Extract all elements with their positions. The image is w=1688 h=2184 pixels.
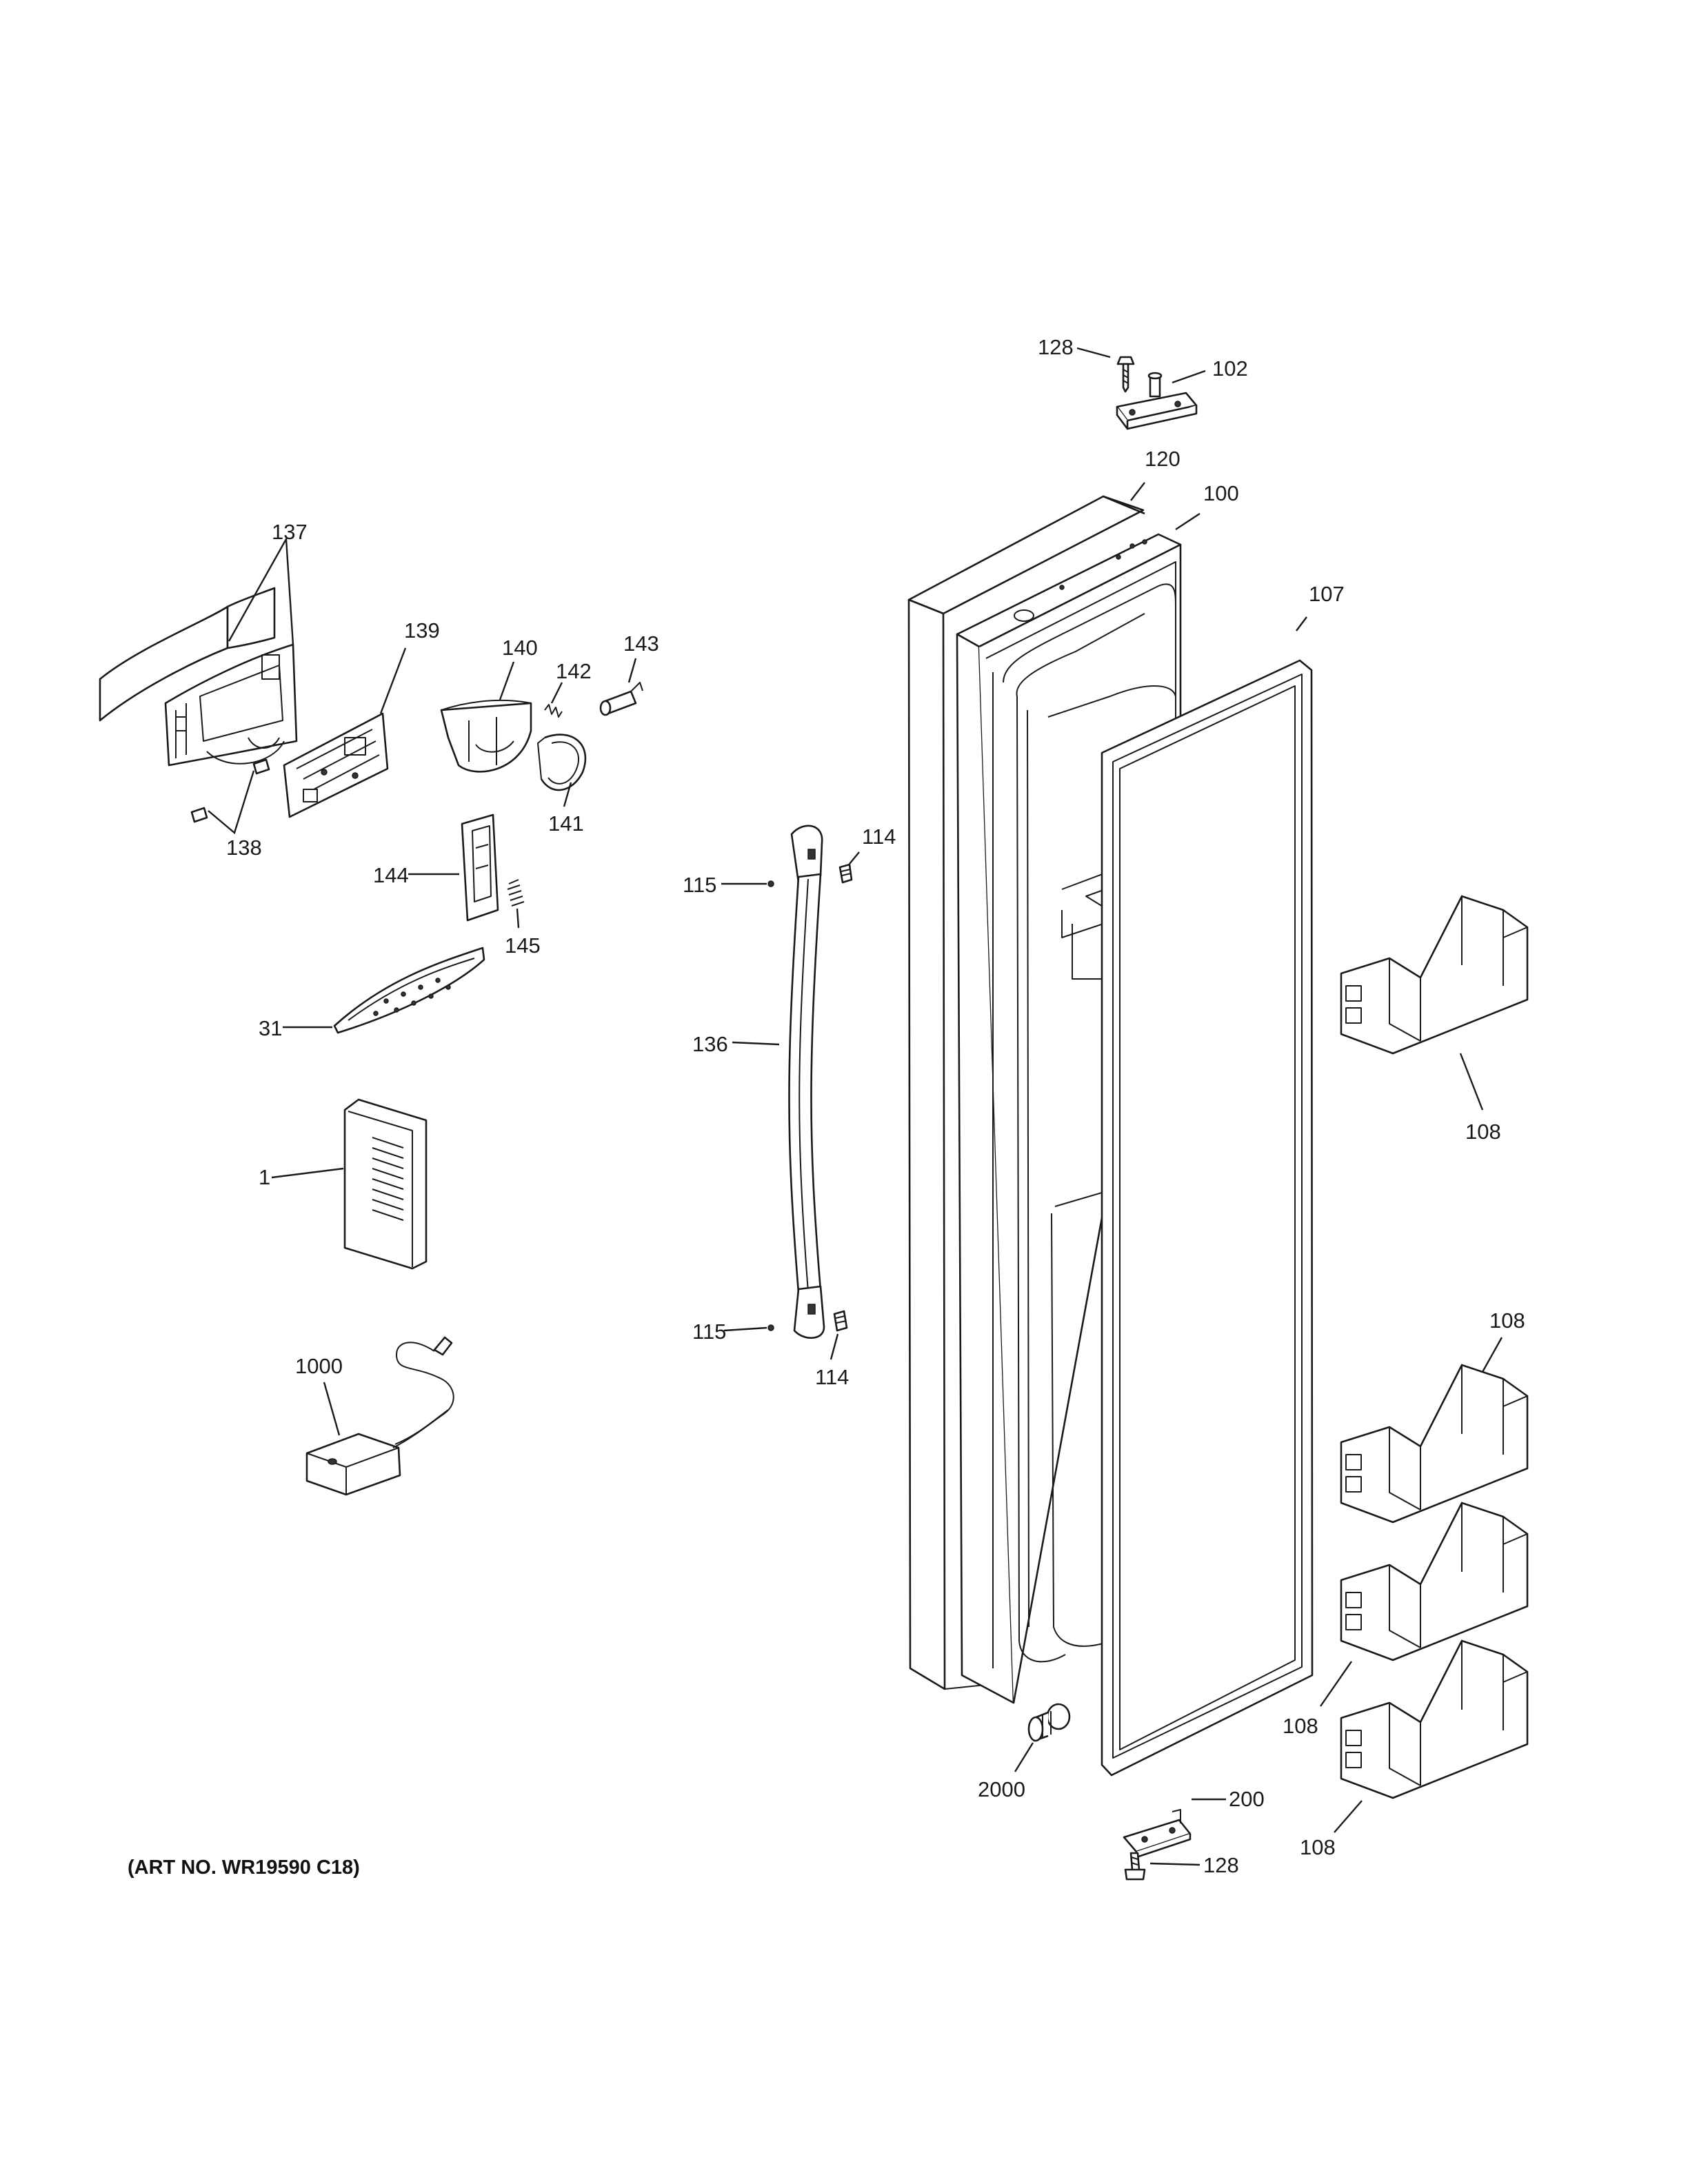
door-gasket-part-107[interactable] bbox=[1101, 659, 1314, 1777]
label-115-top: 115 bbox=[683, 873, 716, 897]
label-137: 137 bbox=[272, 520, 308, 544]
dispenser-frame-part-137[interactable] bbox=[164, 643, 298, 767]
top-hinge-part-102[interactable] bbox=[1116, 372, 1198, 430]
door-outer-shell-part-120[interactable] bbox=[907, 495, 1145, 1690]
label-138: 138 bbox=[226, 836, 262, 860]
door-bin-part-108-c[interactable] bbox=[1340, 1502, 1529, 1661]
label-108-a: 108 bbox=[1465, 1120, 1501, 1144]
label-114-bottom: 114 bbox=[815, 1365, 849, 1389]
lever-arm-part-144[interactable] bbox=[461, 813, 499, 922]
label-108-d: 108 bbox=[1300, 1835, 1336, 1859]
label-114-top: 114 bbox=[862, 825, 896, 849]
screw-part-128-bottom[interactable] bbox=[1124, 1852, 1146, 1881]
actuator-housing-part-140[interactable] bbox=[440, 699, 532, 773]
drip-tray-part-31[interactable] bbox=[333, 947, 485, 1034]
label-145: 145 bbox=[505, 933, 541, 958]
door-handle-part-136[interactable] bbox=[788, 825, 825, 1339]
label-120: 120 bbox=[1145, 447, 1180, 471]
label-142: 142 bbox=[556, 659, 592, 683]
door-bin-part-108-a[interactable] bbox=[1340, 895, 1529, 1055]
label-1: 1 bbox=[259, 1165, 270, 1189]
pin-part-115-bottom[interactable] bbox=[767, 1324, 774, 1331]
label-100: 100 bbox=[1203, 481, 1239, 505]
control-board-part-139[interactable] bbox=[283, 712, 389, 818]
spring-part-142[interactable] bbox=[544, 704, 563, 718]
bracket-part-141[interactable] bbox=[537, 734, 587, 791]
owners-manual-part-1[interactable] bbox=[343, 1098, 428, 1270]
solenoid-part-143[interactable] bbox=[599, 682, 643, 716]
clip-part-138[interactable] bbox=[190, 758, 270, 823]
label-144: 144 bbox=[373, 863, 409, 887]
label-108-c: 108 bbox=[1283, 1714, 1318, 1738]
label-107: 107 bbox=[1309, 582, 1345, 606]
screw-part-114-bottom[interactable] bbox=[833, 1310, 848, 1332]
fitting-part-2000[interactable] bbox=[1027, 1703, 1071, 1742]
door-bin-part-108-b[interactable] bbox=[1340, 1364, 1529, 1524]
label-200: 200 bbox=[1229, 1787, 1265, 1811]
screw-part-128-top[interactable] bbox=[1116, 356, 1135, 393]
label-141: 141 bbox=[548, 811, 584, 836]
label-128-bottom: 128 bbox=[1203, 1853, 1239, 1877]
label-108-b: 108 bbox=[1489, 1308, 1525, 1333]
power-module-part-1000[interactable] bbox=[305, 1336, 454, 1496]
art-number-caption: (ART NO. WR19590 C18) bbox=[128, 1857, 360, 1879]
screw-part-114-top[interactable] bbox=[838, 863, 853, 884]
label-102: 102 bbox=[1212, 356, 1248, 381]
spring-part-145[interactable] bbox=[507, 879, 525, 907]
dispenser-cover-part-137[interactable] bbox=[99, 587, 276, 722]
bottom-hinge-part-200[interactable] bbox=[1123, 1809, 1192, 1859]
label-115-bottom: 115 bbox=[692, 1320, 726, 1344]
label-140: 140 bbox=[502, 636, 538, 660]
label-139: 139 bbox=[404, 618, 440, 643]
label-136: 136 bbox=[692, 1032, 728, 1056]
label-2000: 2000 bbox=[978, 1777, 1025, 1801]
label-128-top: 128 bbox=[1038, 335, 1074, 359]
label-1000: 1000 bbox=[295, 1354, 343, 1378]
label-143: 143 bbox=[623, 631, 659, 656]
label-31: 31 bbox=[259, 1016, 282, 1040]
pin-part-115-top[interactable] bbox=[767, 880, 774, 887]
door-bin-part-108-d[interactable] bbox=[1340, 1639, 1529, 1799]
